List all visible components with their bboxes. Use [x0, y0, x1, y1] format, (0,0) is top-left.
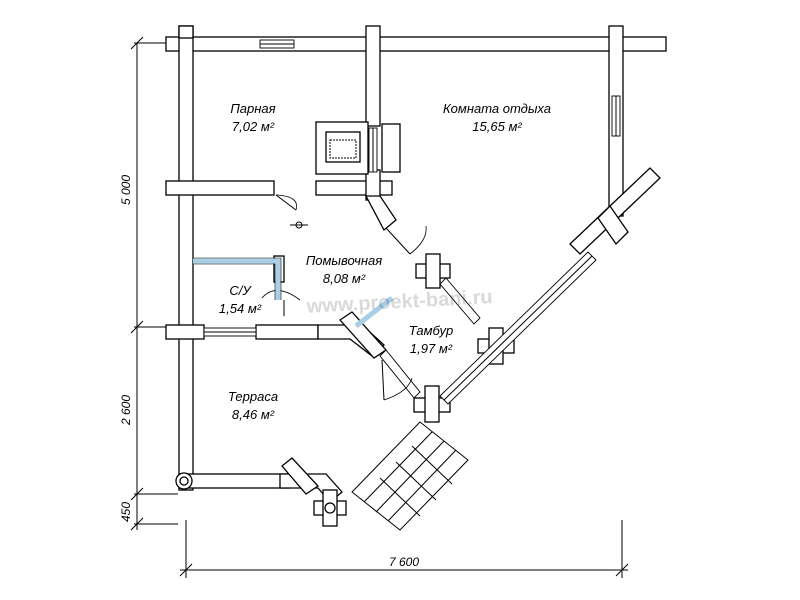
room-name: Тамбур [409, 323, 454, 338]
room-label-tambur: Тамбур 1,97 м² [409, 323, 454, 356]
dim-7600: 7 600 [389, 555, 419, 569]
dim-5000: 5 000 [119, 175, 133, 205]
room-area: 8,46 м² [232, 407, 275, 422]
dim-2600: 2 600 [119, 395, 133, 426]
room-label-parnaya: Парная 7,02 м² [230, 101, 275, 134]
bathroom-partition [193, 257, 394, 328]
windows [203, 39, 621, 405]
room-label-su: С/У 1,54 м² [219, 283, 262, 316]
room-name: Комната отдыха [443, 101, 551, 116]
room-label-terrasa: Терраса 8,46 м² [228, 389, 278, 422]
dimension-lines [130, 36, 629, 578]
terrace-stairs [351, 421, 469, 531]
dim-450: 450 [119, 502, 133, 522]
room-area: 8,08 м² [323, 271, 366, 286]
room-name: Парная [230, 101, 275, 116]
room-label-pomyvochnaya: Помывочная 8,08 м² [306, 253, 382, 286]
room-area: 1,97 м² [410, 341, 453, 356]
room-area: 7,02 м² [232, 119, 275, 134]
room-name: Терраса [228, 389, 278, 404]
room-area: 1,54 м² [219, 301, 262, 316]
room-area: 15,65 м² [472, 119, 522, 134]
stove [315, 121, 401, 175]
room-name: Помывочная [306, 253, 382, 268]
room-label-komnata-otdykha: Комната отдыха 15,65 м² [443, 101, 551, 134]
room-name: С/У [229, 283, 252, 298]
